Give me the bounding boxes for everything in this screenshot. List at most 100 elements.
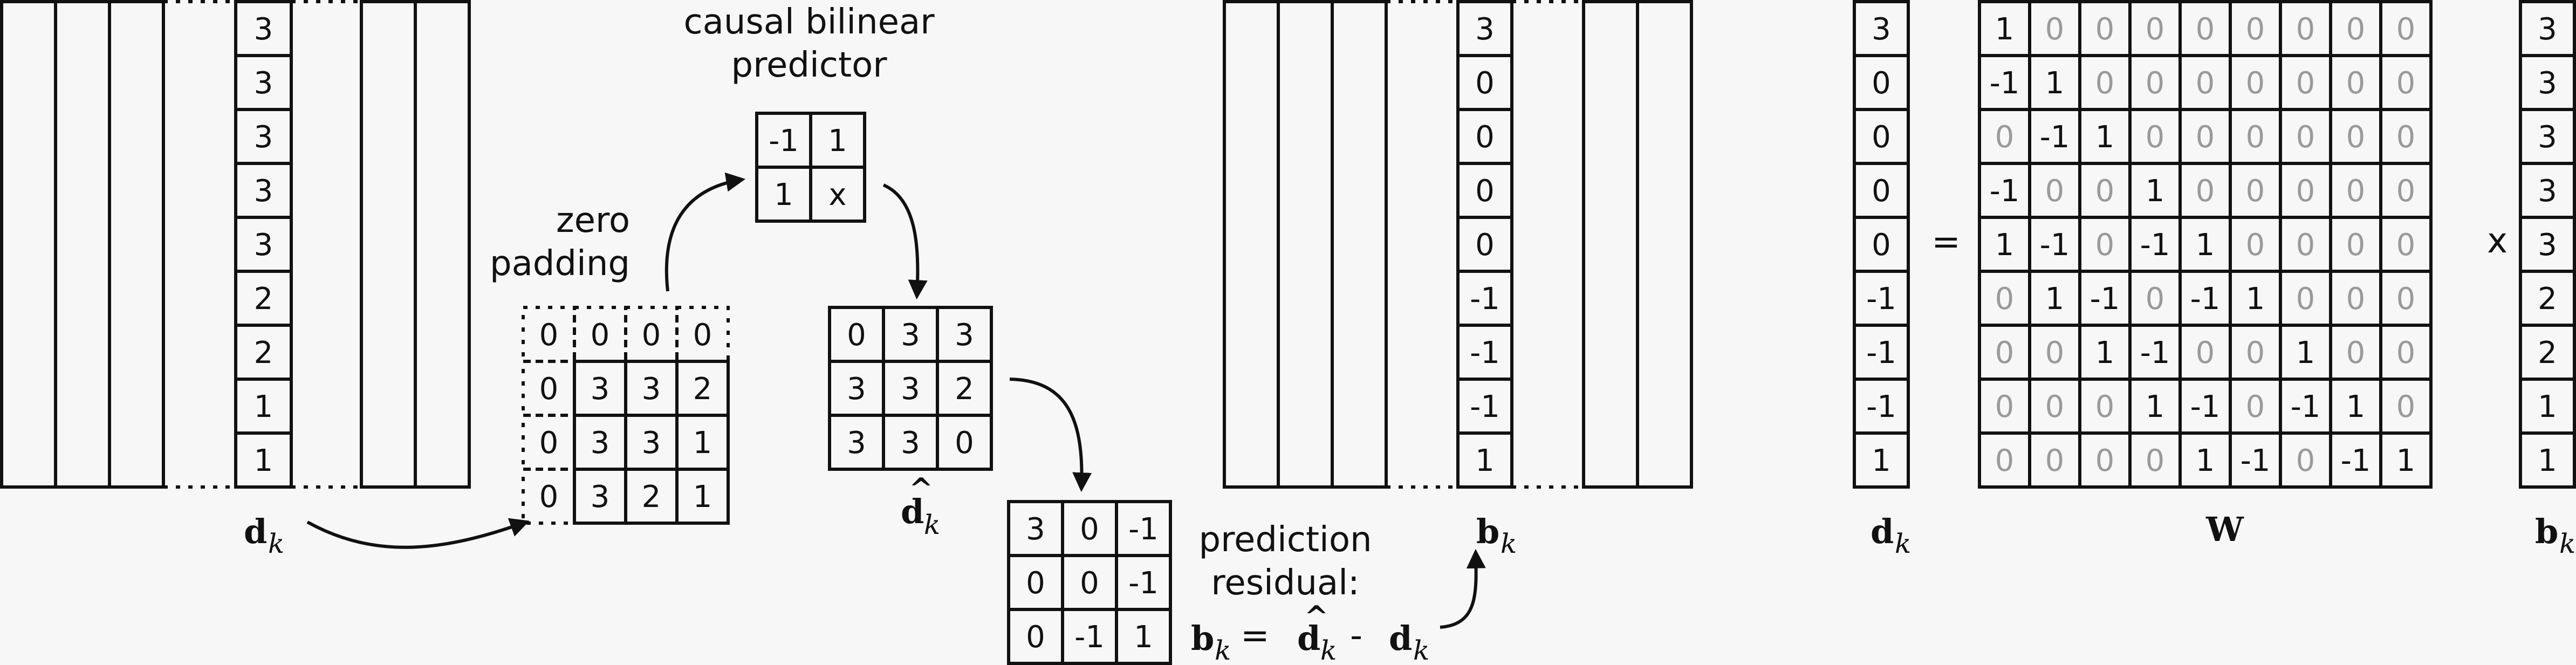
right-b-value: 1 [2538,443,2557,478]
w-value: -1 [2140,228,2170,263]
w-value: 0 [2095,228,2115,263]
middle-b-value: 0 [1475,66,1495,101]
predictor-label: causal bilinear predictor [683,2,935,85]
middle-b-value: 1 [1475,443,1495,478]
residual-value: 3 [1026,512,1045,547]
w-value: 0 [1995,389,2015,424]
w-value: 1 [2095,120,2115,155]
residual-cell [1115,608,1172,665]
padded-value: 0 [539,372,559,407]
svg-text:padding: padding [490,244,630,284]
w-value: -1 [2040,120,2070,155]
w-value: 0 [2146,12,2165,47]
right-d-value: 1 [1872,443,1891,478]
w-value: -1 [2040,228,2070,263]
w-value: 0 [2045,335,2065,371]
left-d-value: 2 [254,282,273,317]
left-d-value: 1 [254,443,273,478]
right-d-value: 0 [1872,120,1891,155]
w-value: 1 [2196,228,2215,263]
svg-text:prediction: prediction [1198,520,1372,560]
w-value: 0 [2045,12,2065,47]
svg-text:d: d [1297,619,1320,658]
svg-text:=: = [1241,616,1270,656]
left-d-label: d k [244,512,284,559]
arrow-to-kernel [664,172,746,292]
w-label: W [2205,510,2244,549]
left-d-cell [234,431,293,489]
kernel-value: 1 [774,177,793,212]
padded-value: 0 [642,318,661,353]
padded-value: 3 [642,426,661,461]
w-value: 0 [2196,120,2215,155]
svg-text:b: b [1476,512,1499,551]
padded-value: 0 [693,318,712,353]
w-value: 0 [2246,120,2265,155]
right-b-value: 3 [2538,228,2557,263]
w-value: 1 [2346,389,2366,424]
w-value: 0 [2045,389,2065,424]
padded-value: 3 [591,372,610,407]
right-d-value: 3 [1872,12,1891,47]
kernel-value: -1 [769,124,799,159]
svg-text:zero: zero [556,201,630,241]
w-value: 0 [2346,66,2366,101]
right-b-value: 2 [2538,335,2557,371]
right-b-value: 2 [2538,282,2557,317]
w-value: 0 [2296,228,2315,263]
w-value: -1 [2190,389,2221,424]
w-value: 0 [2296,12,2315,47]
left-d-value: 1 [254,389,273,424]
residual-value: -1 [1128,512,1159,547]
right-d-value: -1 [1866,335,1896,371]
w-value: 0 [2396,12,2416,47]
w-value: -1 [2291,389,2321,424]
w-value: -1 [2140,335,2170,371]
w-value: 1 [2045,66,2065,101]
arrow-to-b-label [1440,549,1486,629]
w-cell [2379,431,2433,489]
w-value: -1 [1990,66,2020,101]
w-value: 0 [2045,443,2065,478]
w-value: -1 [2190,282,2221,317]
w-value: 0 [2146,282,2165,317]
svg-text:^: ^ [909,471,933,506]
left-d-value: 3 [254,174,273,209]
svg-text:k: k [268,528,284,559]
w-value: -1 [2341,443,2371,478]
kernel-value: x [828,177,846,212]
w-value: 0 [2296,66,2315,101]
w-value: 0 [2095,12,2115,47]
times-sign: x [2487,221,2508,261]
w-value: 0 [2095,389,2115,424]
w-value: 0 [2296,282,2315,317]
svg-text:^: ^ [1304,599,1328,634]
left-d-value: 2 [254,335,273,371]
padded-value: 0 [591,318,610,353]
w-value: 0 [2246,389,2265,424]
w-value: 0 [2196,12,2215,47]
arrow-to-prediction [882,183,928,300]
residual-value: 1 [1134,620,1153,655]
w-value: 0 [2095,66,2115,101]
left-d-value: 3 [254,228,273,263]
w-value: 0 [2296,120,2315,155]
w-value: 1 [1995,228,2015,263]
w-value: 0 [2396,389,2416,424]
padded-value: 2 [693,372,712,407]
w-value: 0 [2396,228,2416,263]
w-value: 0 [2396,174,2416,209]
w-value: 0 [2196,335,2215,371]
w-value: -1 [2090,282,2120,317]
prediction-value: 3 [955,318,974,353]
equals-sign: = [1931,222,1961,262]
middle-b-cell [1456,431,1513,489]
padded-cell [624,306,679,363]
w-value: 0 [2346,282,2366,317]
right-d-label: d k [1871,512,1911,559]
